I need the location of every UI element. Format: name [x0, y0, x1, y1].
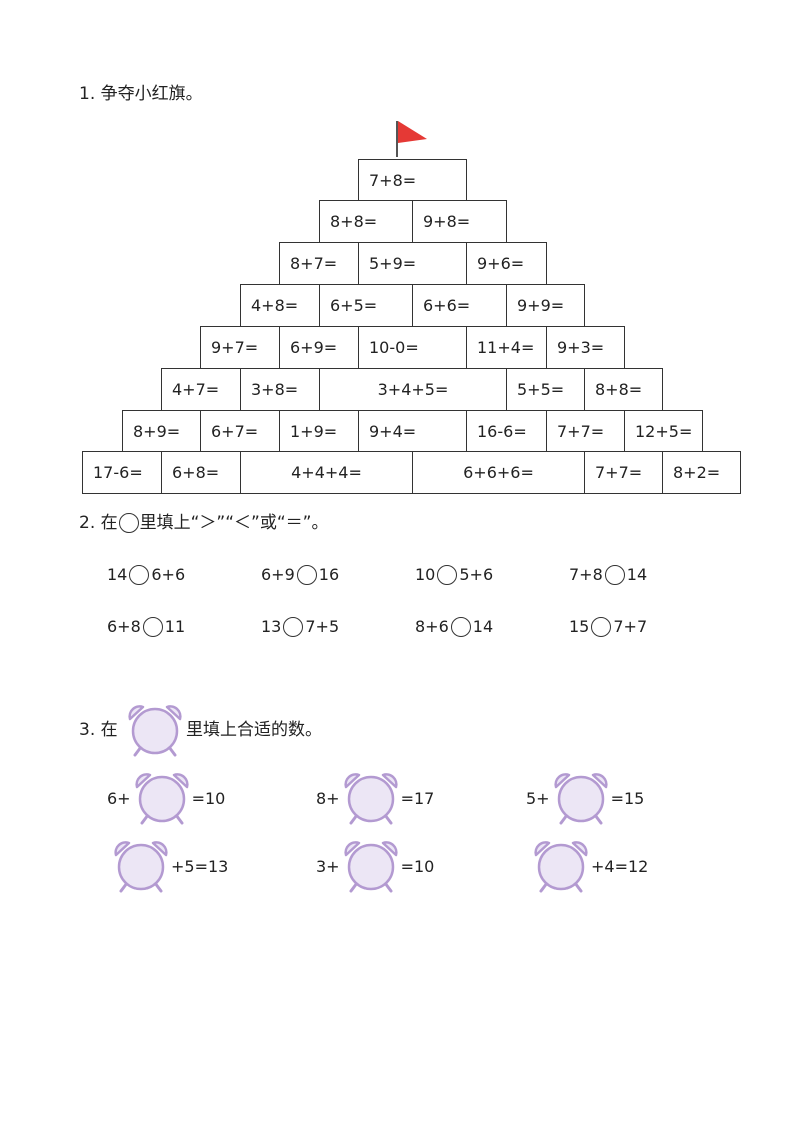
exercise-after: =10: [191, 788, 226, 808]
answer-circle[interactable]: [142, 617, 163, 637]
pyramid-cell[interactable]: 7+7=: [546, 410, 625, 453]
pyramid-cell[interactable]: 9+7=: [200, 326, 280, 369]
compare-right: 7+5: [305, 617, 340, 636]
compare-right: 14: [472, 617, 494, 636]
compare-item: 8+6 14: [415, 615, 493, 639]
clock-exercise: 5+ =15: [526, 770, 644, 826]
compare-right: 6+6: [151, 565, 186, 584]
exercise-after: =15: [610, 788, 645, 808]
compare-left: 15: [569, 617, 590, 636]
pyramid-cell[interactable]: 9+8=: [412, 200, 507, 243]
pyramid-cell[interactable]: 9+6=: [466, 242, 547, 285]
compare-left: 10: [415, 565, 436, 584]
compare-item: 15 7+7: [569, 615, 647, 639]
pyramid-cell[interactable]: 11+4=: [466, 326, 547, 369]
section2-title: 2. 在 里填上“＞”“＜”或“＝”。: [79, 512, 328, 534]
pyramid-cell[interactable]: 5+9=: [358, 242, 467, 285]
alarm-clock-icon[interactable]: [532, 838, 590, 894]
compare-left: 7+8: [569, 565, 603, 584]
pyramid-cell[interactable]: 4+8=: [240, 284, 320, 327]
section1-title: 1. 争夺小红旗。: [79, 84, 203, 104]
pyramid-cell[interactable]: 3+4+5=: [319, 368, 507, 411]
answer-circle[interactable]: [604, 565, 625, 585]
circle-icon: [118, 513, 139, 533]
compare-right: 14: [626, 565, 648, 584]
alarm-clock-icon[interactable]: [342, 770, 400, 826]
section3-title-suffix: 里填上合适的数。: [186, 720, 322, 740]
pyramid-cell[interactable]: 6+7=: [200, 410, 280, 453]
compare-left: 8+6: [415, 617, 449, 636]
clock-exercise: +4=12: [532, 838, 648, 894]
exercise-after: +4=12: [591, 856, 649, 876]
pyramid-cell[interactable]: 9+9=: [506, 284, 585, 327]
clock-exercise: 8+ =17: [316, 770, 434, 826]
section2-title-prefix: 2. 在: [79, 513, 118, 533]
answer-circle[interactable]: [296, 565, 317, 585]
compare-right: 16: [318, 565, 340, 584]
compare-item: 6+9 16: [261, 563, 339, 587]
section2-title-suffix: 里填上“＞”“＜”或“＝”。: [139, 513, 329, 533]
pyramid-cell[interactable]: 9+3=: [546, 326, 625, 369]
answer-circle[interactable]: [591, 617, 612, 637]
pyramid-cell[interactable]: 8+8=: [319, 200, 413, 243]
answer-circle[interactable]: [450, 617, 471, 637]
pyramid-cell[interactable]: 4+4+4=: [240, 451, 413, 494]
exercise-after: =17: [400, 788, 435, 808]
pyramid-cell[interactable]: 4+7=: [161, 368, 241, 411]
compare-right: 7+7: [613, 617, 648, 636]
pyramid-cell[interactable]: 8+8=: [584, 368, 663, 411]
pyramid-cell[interactable]: 5+5=: [506, 368, 585, 411]
clock-exercise: 3+ =10: [316, 838, 434, 894]
pyramid-cell[interactable]: 6+6=: [412, 284, 507, 327]
answer-circle[interactable]: [437, 565, 458, 585]
pyramid-cell[interactable]: 6+6+6=: [412, 451, 585, 494]
compare-item: 10 5+6: [415, 563, 493, 587]
pyramid-cell[interactable]: 3+8=: [240, 368, 320, 411]
compare-item: 13 7+5: [261, 615, 339, 639]
pyramid-cell[interactable]: 17-6=: [82, 451, 162, 494]
alarm-clock-icon: [126, 702, 184, 762]
red-flag-icon: [396, 121, 427, 157]
compare-item: 14 6+6: [107, 563, 185, 587]
pyramid-cell[interactable]: 7+8=: [358, 159, 467, 202]
pyramid-cell[interactable]: 9+4=: [358, 410, 467, 453]
exercise-before: 5+: [526, 788, 550, 808]
pyramid-cell[interactable]: 8+7=: [279, 242, 359, 285]
compare-left: 13: [261, 617, 282, 636]
pyramid-cell[interactable]: 7+7=: [584, 451, 663, 494]
exercise-after: +5=13: [171, 856, 229, 876]
exercise-before: 8+: [316, 788, 340, 808]
answer-circle[interactable]: [283, 617, 304, 637]
compare-item: 7+8 14: [569, 563, 647, 587]
pyramid-cell[interactable]: 6+5=: [319, 284, 413, 327]
pyramid-cell[interactable]: 12+5=: [624, 410, 703, 453]
compare-left: 14: [107, 565, 128, 584]
section3-title-prefix: 3. 在: [79, 720, 118, 740]
pyramid-cell[interactable]: 6+9=: [279, 326, 359, 369]
alarm-clock-icon[interactable]: [552, 770, 610, 826]
pyramid-cell[interactable]: 6+8=: [161, 451, 241, 494]
exercise-before: 6+: [107, 788, 131, 808]
pyramid-cell[interactable]: 1+9=: [279, 410, 359, 453]
alarm-clock-icon[interactable]: [342, 838, 400, 894]
compare-right: 5+6: [459, 565, 494, 584]
compare-left: 6+9: [261, 565, 295, 584]
compare-left: 6+8: [107, 617, 141, 636]
pyramid-cell[interactable]: 8+2=: [662, 451, 741, 494]
alarm-clock-icon[interactable]: [112, 838, 170, 894]
exercise-after: =10: [400, 856, 435, 876]
answer-circle[interactable]: [129, 565, 150, 585]
clock-exercise: +5=13: [112, 838, 228, 894]
alarm-clock-icon[interactable]: [133, 770, 191, 826]
compare-item: 6+8 11: [107, 615, 185, 639]
pyramid-cell[interactable]: 10-0=: [358, 326, 467, 369]
pyramid-cell[interactable]: 8+9=: [122, 410, 201, 453]
exercise-before: 3+: [316, 856, 340, 876]
pyramid-cell[interactable]: 16-6=: [466, 410, 547, 453]
compare-right: 11: [164, 617, 186, 636]
clock-exercise: 6+ =10: [107, 770, 225, 826]
